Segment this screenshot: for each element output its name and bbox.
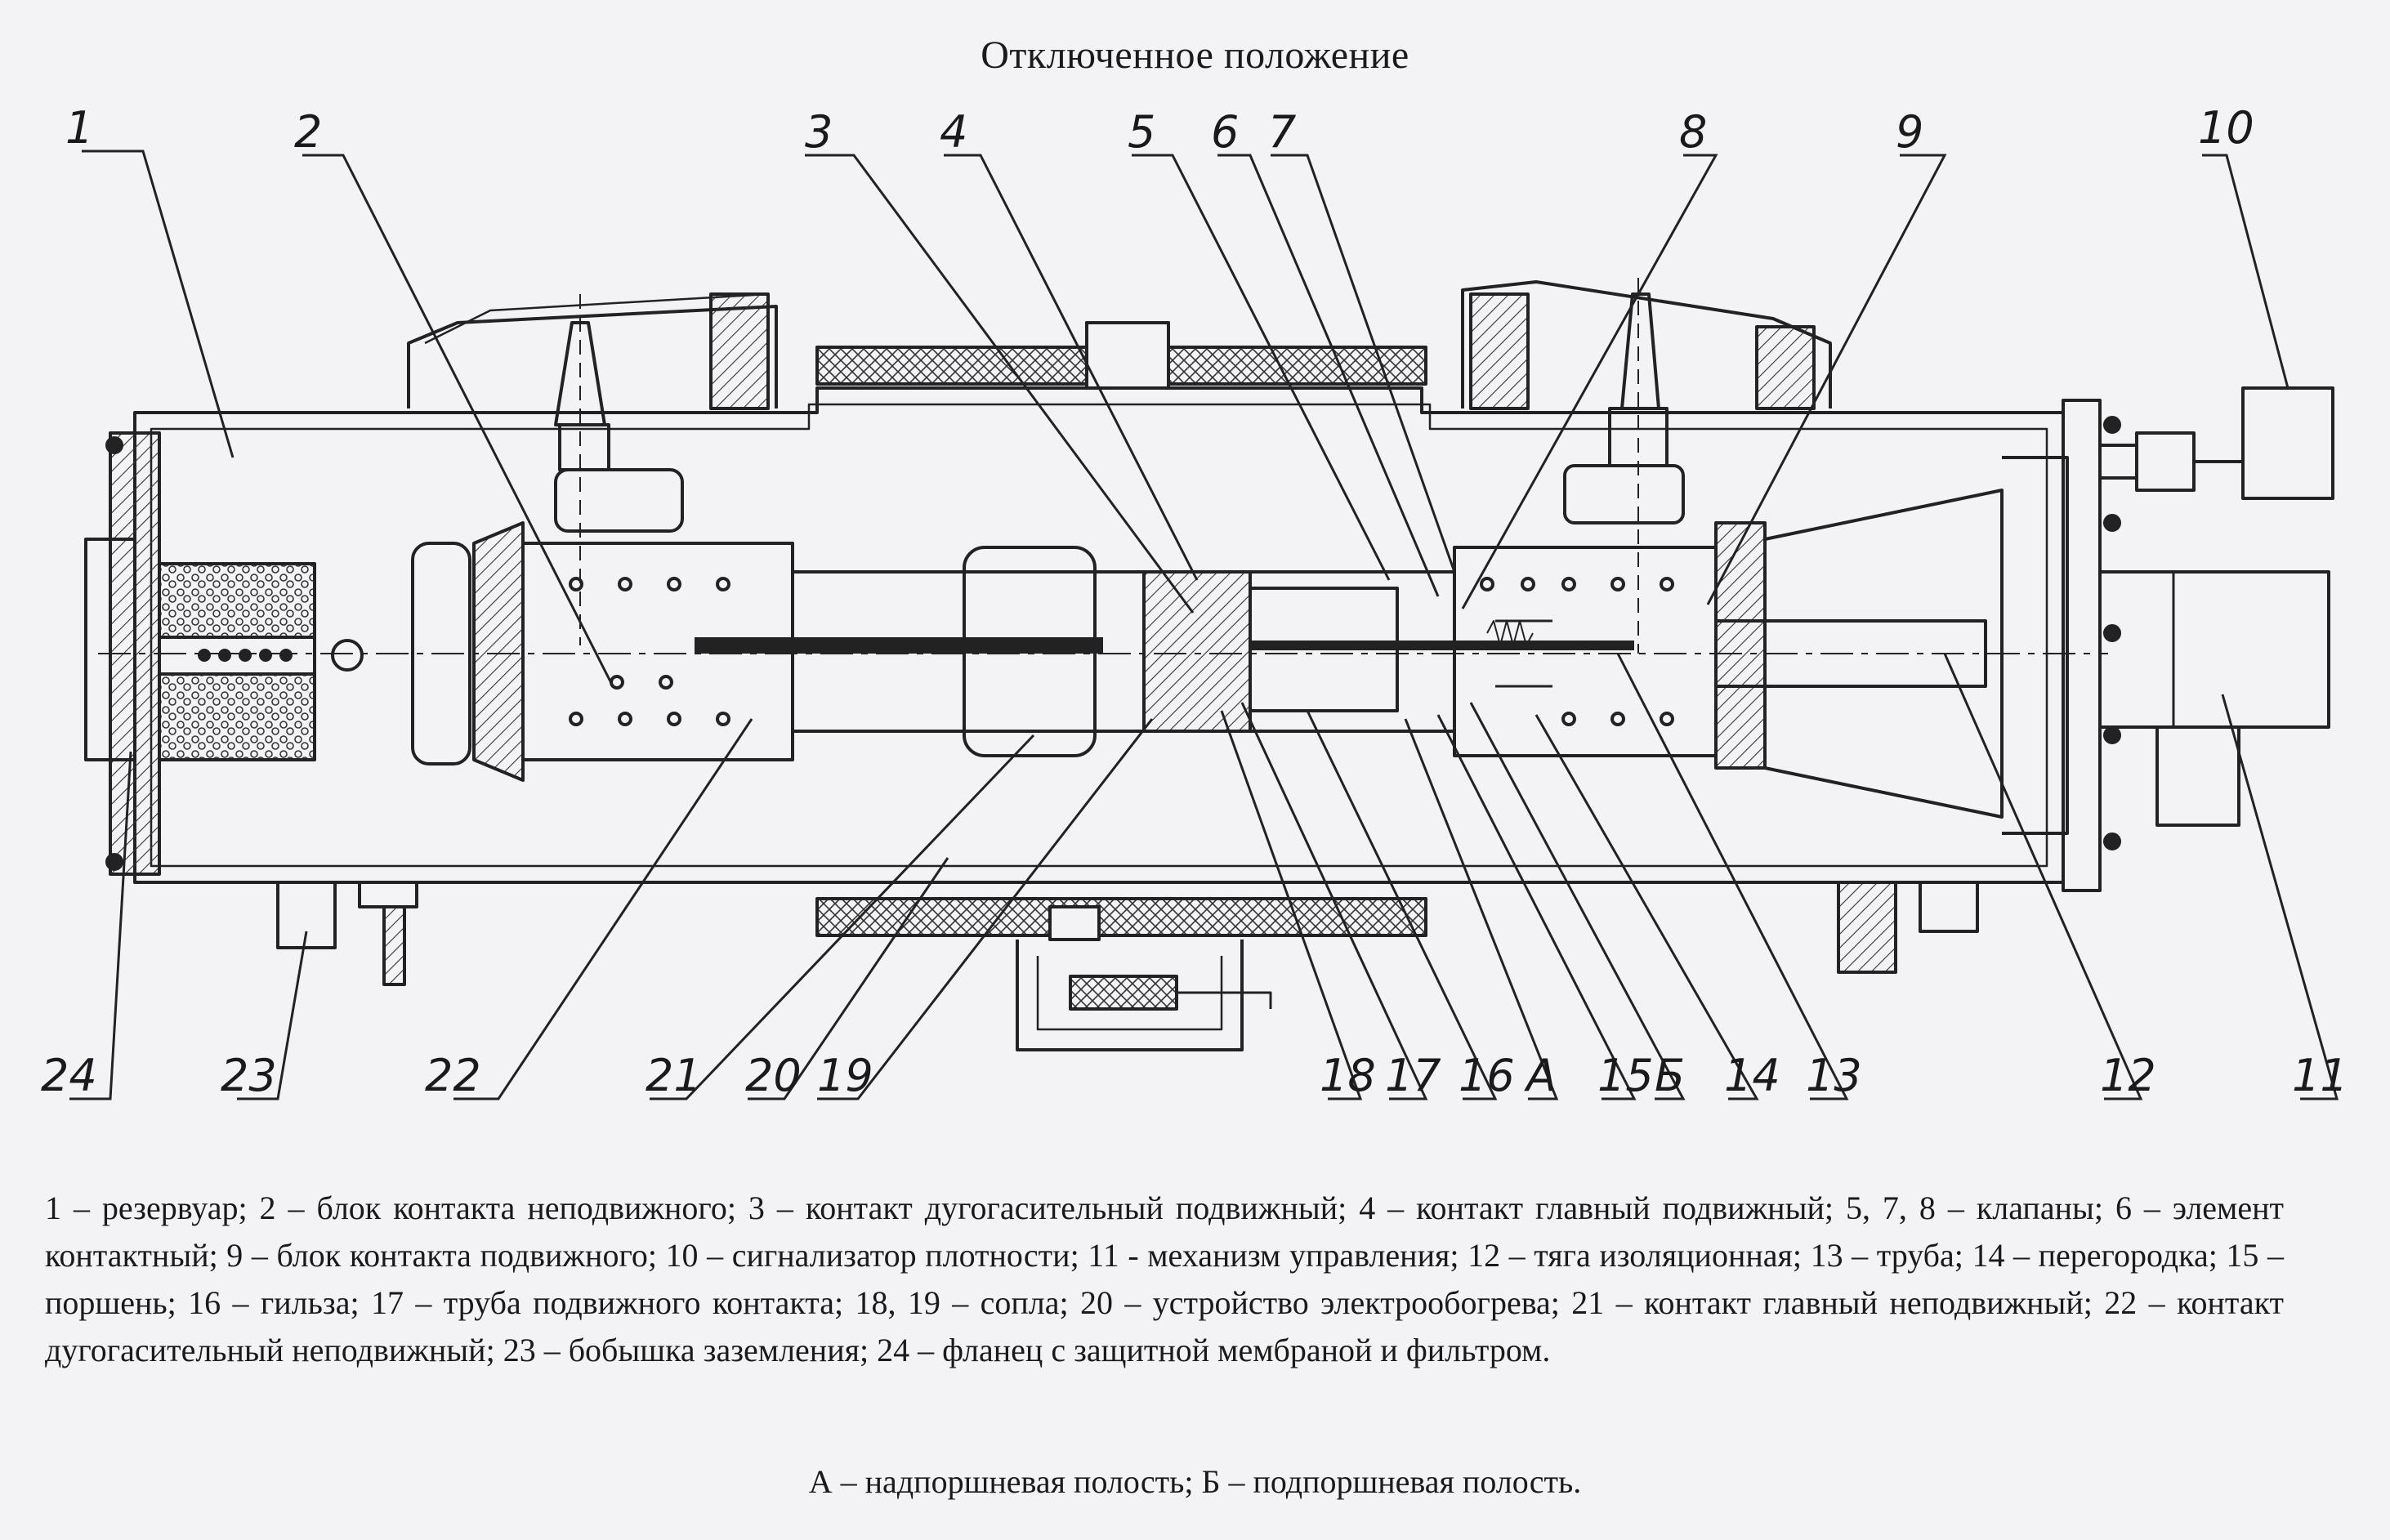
callout-A: А (1524, 1050, 1557, 1101)
callout-4: 4 (940, 106, 967, 158)
callout-20: 20 (745, 1050, 802, 1101)
callouts-bottom: 24 23 22 21 20 19 18 17 16 А 15 Б 14 13 … (41, 1050, 2348, 1101)
callout-2: 2 (294, 106, 322, 158)
callout-16: 16 (1459, 1050, 1515, 1101)
callout-19: 19 (817, 1050, 873, 1101)
bottom-heater (815, 897, 1427, 1051)
circuit-breaker-section-drawing: 1 2 3 4 5 6 7 8 9 10 24 23 22 21 20 19 1… (41, 102, 2348, 1101)
callout-9: 9 (1896, 106, 1923, 158)
callout-24: 24 (41, 1050, 97, 1101)
reservoir-tank (133, 386, 2065, 884)
callout-3: 3 (805, 106, 833, 158)
right-cone-insulator (1714, 456, 2069, 835)
left-valve-probe (554, 294, 684, 645)
callout-13: 13 (1806, 1050, 1862, 1101)
grounding-boss (276, 881, 418, 986)
top-heater (815, 321, 1427, 390)
callout-B: Б (1655, 1050, 1685, 1101)
callout-15: 15 (1597, 1050, 1654, 1101)
fixed-contact-block (411, 521, 794, 782)
callout-6: 6 (1211, 106, 1239, 158)
callout-17: 17 (1385, 1050, 1441, 1101)
callout-14: 14 (1724, 1050, 1780, 1101)
callout-7: 7 (1268, 106, 1296, 158)
callouts-top: 1 2 3 4 5 6 7 8 9 10 (65, 102, 2254, 158)
callout-5: 5 (1128, 106, 1155, 158)
drive-mechanism (2062, 399, 2330, 892)
parts-legend: 1 – резервуар; 2 – блок контакта неподви… (45, 1190, 2284, 1368)
right-top-dome (1461, 280, 1832, 410)
callout-12: 12 (2100, 1050, 2156, 1101)
callout-18: 18 (1320, 1050, 1376, 1101)
callout-10: 10 (2198, 102, 2254, 154)
callout-23: 23 (221, 1050, 277, 1101)
callout-1: 1 (65, 102, 93, 154)
callout-8: 8 (1679, 106, 1707, 158)
callout-22: 22 (425, 1050, 481, 1101)
interrupter-tube (695, 546, 1634, 757)
right-valve-probe (1563, 278, 1685, 654)
cavities-legend: А – надпоршневая полость; Б – подпоршнев… (808, 1463, 1582, 1500)
leader-lines (69, 150, 2339, 1100)
right-foot (1837, 881, 1979, 974)
end-bolts (105, 416, 2121, 871)
callout-11: 11 (2292, 1050, 2348, 1101)
moving-contact-block (1453, 546, 1718, 757)
left-top-dome (407, 292, 778, 410)
drawing-title: Отключенное положение (981, 33, 1409, 77)
density-sensor (2098, 386, 2334, 500)
callout-21: 21 (646, 1050, 702, 1101)
